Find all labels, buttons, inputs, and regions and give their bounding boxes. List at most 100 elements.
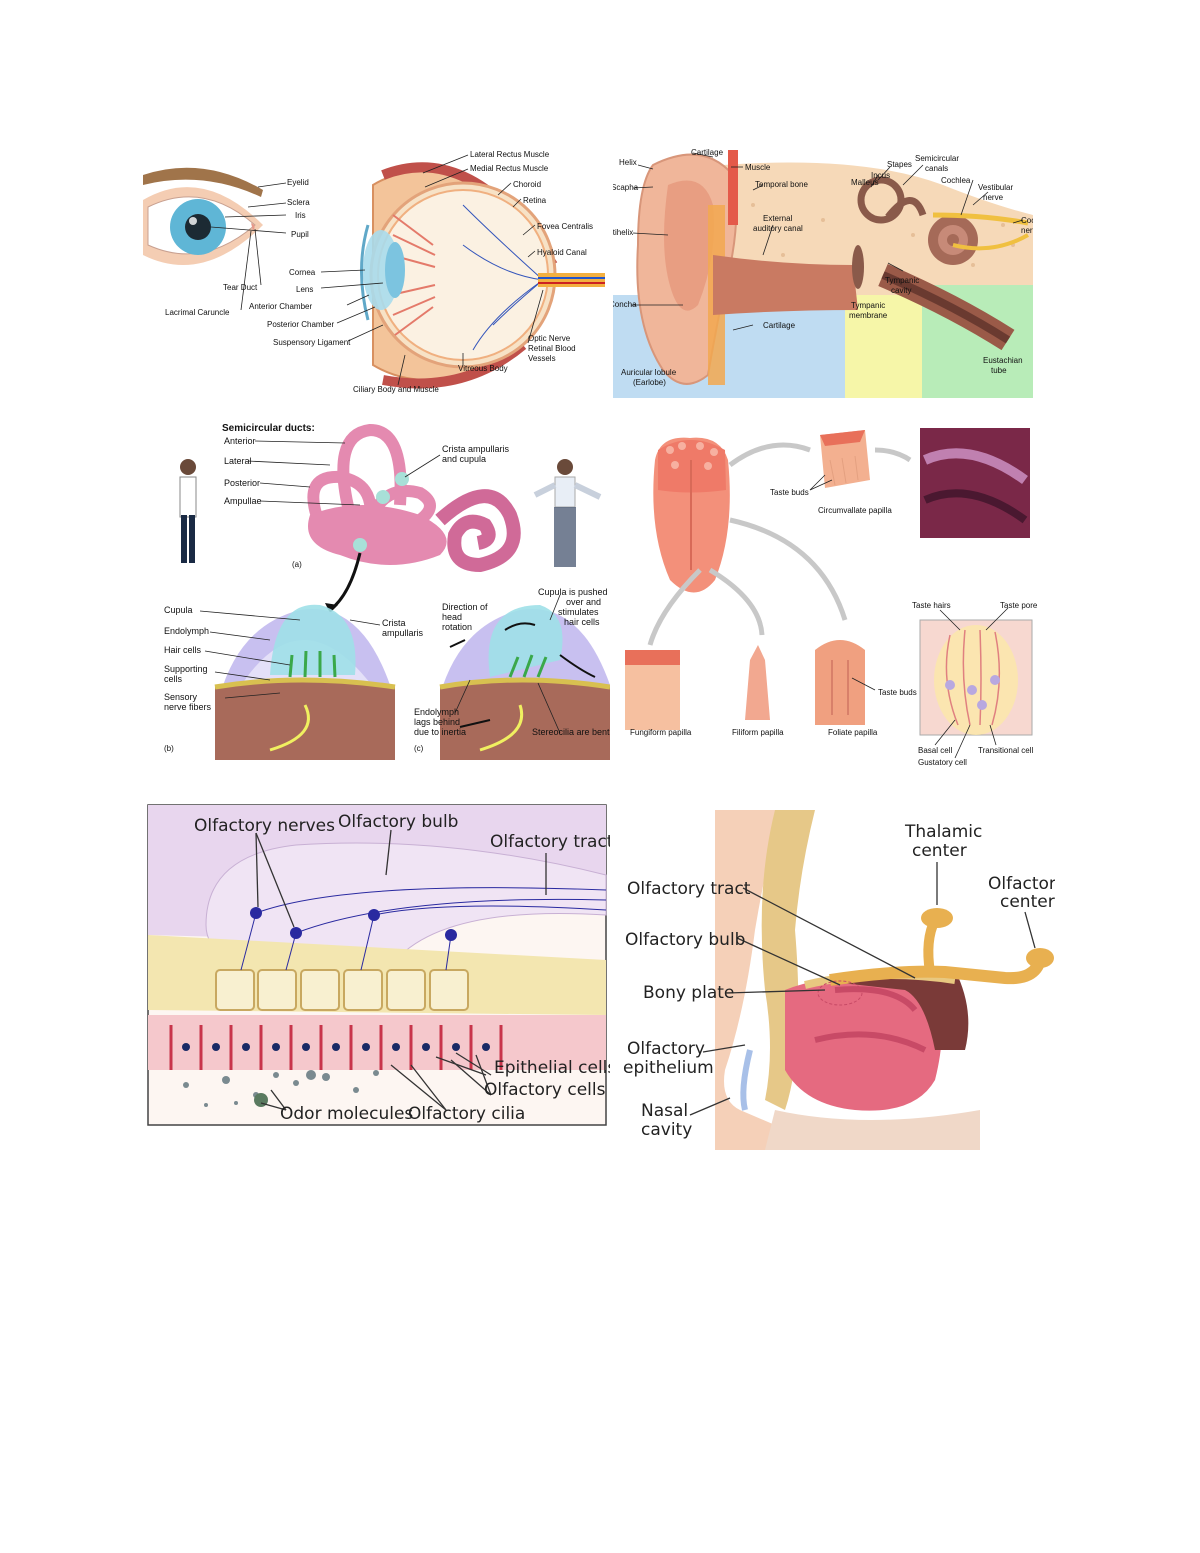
foliate-papilla-drawing (815, 640, 865, 725)
ear-anatomy-diagram: Helix Cartilage Scapha Antihelix Concha … (613, 145, 1033, 398)
label-retinal-blood: Retinal Blood (528, 344, 576, 353)
taste-diagram: Taste buds Circumvallate papilla Fungifo… (620, 420, 1040, 770)
label-olfactory-bulb: Olfactory bulb (625, 930, 745, 950)
label-fig-b: (b) (164, 744, 174, 753)
label-thalamic-center: center (912, 841, 967, 861)
label-tympanic-membrane-2: membrane (849, 311, 888, 320)
label-lags-3: due to inertia (414, 727, 466, 737)
label-canals: canals (925, 164, 948, 173)
label-olfactory-cells: Olfactory cells (484, 1080, 606, 1100)
label-anterior: Anterior (224, 436, 256, 446)
label-cochlea: Cochlea (941, 176, 971, 185)
label-taste-pore: Taste pore (1000, 601, 1038, 610)
label-lacrimal-caruncle: Lacrimal Caruncle (165, 308, 230, 317)
label-auricular-lobule: Auricular lobule (621, 368, 677, 377)
label-direction: Direction of (442, 602, 488, 612)
label-thalamic: Thalamic (904, 822, 982, 842)
thalamic-center-drawing (921, 908, 953, 928)
label-fig-c: (c) (414, 744, 424, 753)
label-transitional: Transitional cell (978, 746, 1034, 755)
label-odor-molecules: Odor molecules (280, 1104, 413, 1124)
label-nasal-cavity: cavity (641, 1120, 692, 1140)
label-retina: Retina (523, 196, 547, 205)
label-eustachian-tube: tube (991, 366, 1007, 375)
label-incus: Incus (871, 171, 890, 180)
label-basal: Basal cell (918, 746, 952, 755)
label-concha: Concha (613, 300, 637, 309)
label-cartilage-top: Cartilage (691, 148, 724, 157)
label-cupula: Cupula (164, 605, 193, 615)
label-temporal-bone: Temporal bone (755, 180, 808, 189)
label-stapes: Stapes (887, 160, 912, 169)
vestibular-diagram: Semicircular ducts: Anterior Lateral Pos… (160, 415, 610, 760)
label-hyaloid: Hyaloid Canal (537, 248, 587, 257)
label-foliate: Foliate papilla (828, 728, 878, 737)
label-lateral-rectus: Lateral Rectus Muscle (470, 150, 550, 159)
label-vitreous: Vitreous Body (458, 364, 508, 373)
label-fovea: Fovea Centralis (537, 222, 593, 231)
label-crista-ampullaris: Crista ampullaris (442, 444, 510, 454)
label-olfactory-center-1: Olfactory (988, 874, 1055, 894)
label-cochlear: Cochlear (1021, 216, 1033, 225)
label-and-cupula: and cupula (442, 454, 486, 464)
label-taste-hairs: Taste hairs (912, 601, 951, 610)
spinning-person-head (557, 459, 573, 475)
label-supporting: Supporting (164, 664, 208, 674)
label-tympanic-membrane-1: Tympanic (851, 301, 885, 310)
olfactory-head-diagram: Thalamic center Olfactory center Olfacto… (615, 810, 1055, 1150)
label-eustachian: Eustachian (983, 356, 1023, 365)
label-lags-1: Endolymph (414, 707, 459, 717)
label-tympanic-cavity-2: cavity (891, 286, 911, 295)
label-ampullaris-b: ampullaris (382, 628, 424, 638)
label-supporting-cells: cells (164, 674, 183, 684)
label-choroid: Choroid (513, 180, 541, 189)
label-eyelid: Eyelid (287, 178, 309, 187)
label-rotation: rotation (442, 622, 472, 632)
label-nerve-fibers: nerve fibers (164, 702, 212, 712)
label-suspensory: Suspensory Ligament (273, 338, 351, 347)
label-olfactory-cilia: Olfactory cilia (408, 1104, 525, 1124)
label-stereocilia: Stereocilia are bent (532, 727, 610, 737)
label-optic-nerve: Optic Nerve (528, 334, 571, 343)
standing-person-head (180, 459, 196, 475)
label-tympanic-cavity-1: Tympanic (885, 276, 919, 285)
label-tear-duct: Tear Duct (223, 283, 258, 292)
label-nasal: Nasal (641, 1101, 688, 1121)
label-olfactory-nerves: Olfactory nerves (194, 816, 335, 836)
label-lags-2: lags behind (414, 717, 460, 727)
label-epithelial-cells: Epithelial cells (494, 1058, 610, 1078)
label-earlobe: (Earlobe) (633, 378, 666, 387)
label-cochlear-nerve: nerve (1021, 226, 1033, 235)
nasal-cavity-drawing (785, 976, 942, 1111)
label-antihelix: Antihelix (613, 228, 633, 237)
label-pushed-4: hair cells (564, 617, 600, 627)
label-vestibular-nerve: nerve (983, 193, 1004, 202)
label-endolymph: Endolymph (164, 626, 209, 636)
label-lateral: Lateral (224, 456, 252, 466)
semicircular-ducts-title: Semicircular ducts: (222, 423, 315, 434)
eye-anatomy-diagram: Eyelid Sclera Iris Pupil Tear Duct Lacri… (143, 145, 605, 398)
filiform-papilla-drawing (745, 645, 770, 720)
label-ampullae: Ampullae (224, 496, 262, 506)
label-external: External (763, 214, 793, 223)
label-olfactory-tract: Olfactory tract (490, 832, 610, 852)
label-pupil: Pupil (291, 230, 309, 239)
label-pushed-2: over and (566, 597, 601, 607)
label-crista-b: Crista (382, 618, 406, 628)
label-head: head (442, 612, 462, 622)
label-ciliary: Ciliary Body and Muscle (353, 385, 439, 394)
label-iris: Iris (295, 211, 306, 220)
label-fig-a: (a) (292, 560, 302, 569)
pupil-drawing (185, 214, 211, 240)
label-gustatory: Gustatory cell (918, 758, 967, 767)
label-olfactory-tract: Olfactory tract (627, 879, 751, 899)
middle-ear-region (845, 295, 922, 398)
label-lens: Lens (296, 285, 313, 294)
eyebrow (143, 167, 263, 197)
label-olfactory-epithelium-1: Olfactory (627, 1039, 705, 1059)
label-taste-buds-foliate: Taste buds (878, 688, 917, 697)
label-olfactory-bulb: Olfactory bulb (338, 812, 458, 832)
label-olfactory-epithelium-2: epithelium (623, 1058, 714, 1078)
label-posterior-chamber: Posterior Chamber (267, 320, 334, 329)
label-malleus: Malleus (851, 178, 879, 187)
